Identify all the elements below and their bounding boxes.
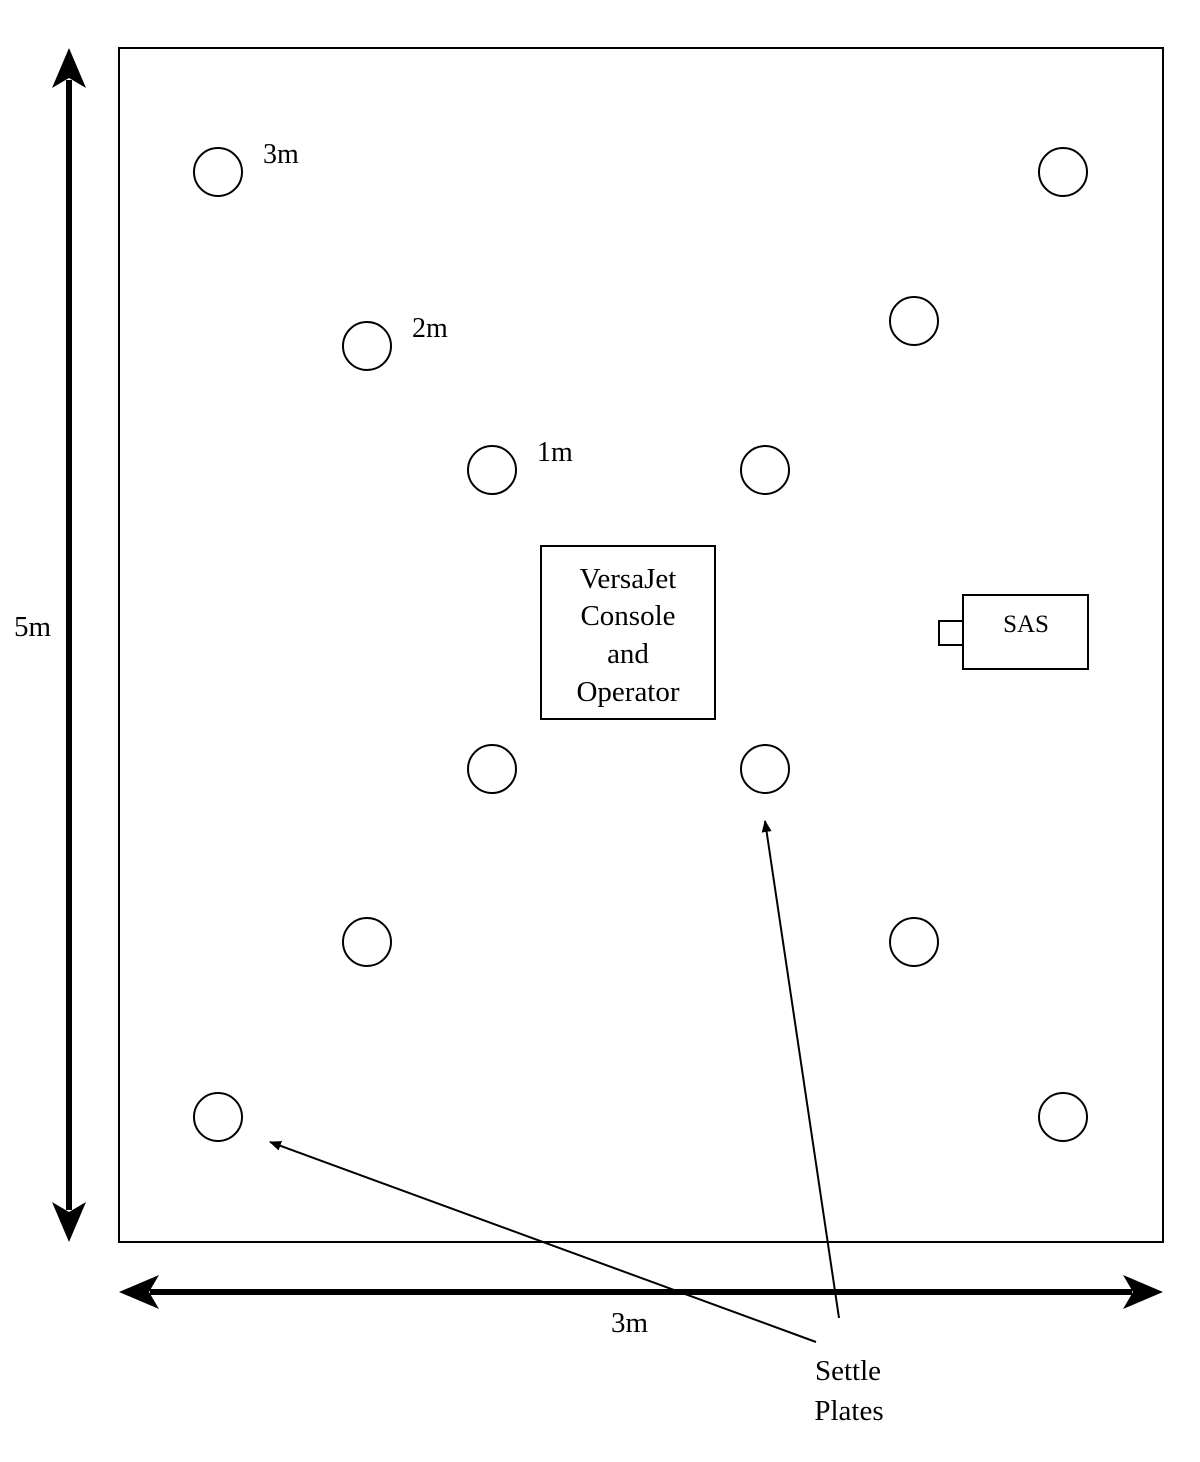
console-label-line4: Operator bbox=[576, 676, 679, 708]
callout-label-line1: Settle bbox=[815, 1355, 881, 1387]
settle-plates bbox=[193, 147, 1088, 1142]
distance-label-3m: 3m bbox=[263, 139, 299, 170]
height-label: 5m bbox=[14, 611, 52, 643]
console-label-line3: and bbox=[607, 638, 649, 670]
settle-plate-2m-bottom-left bbox=[342, 917, 392, 967]
console-label-line1: VersaJet bbox=[580, 563, 677, 595]
settle-plate-2m-top-right bbox=[889, 296, 939, 346]
settle-plate-3m-bottom-right bbox=[1038, 1092, 1088, 1142]
callout-label-line2: Plates bbox=[814, 1395, 883, 1427]
distance-label-1m: 1m bbox=[537, 437, 573, 468]
width-label: 3m bbox=[611, 1307, 649, 1339]
console-box bbox=[540, 545, 716, 720]
sas-sampler bbox=[938, 594, 1089, 670]
sas-label: SAS bbox=[1003, 611, 1049, 638]
room-outline bbox=[118, 47, 1164, 1243]
sas-inlet bbox=[938, 620, 964, 646]
settle-plate-3m-bottom-left bbox=[193, 1092, 243, 1142]
settle-plate-3m-top-left bbox=[193, 147, 243, 197]
settle-plate-1m-top-left bbox=[467, 445, 517, 495]
settle-plate-3m-top-right bbox=[1038, 147, 1088, 197]
settle-plate-2m-top-left bbox=[342, 321, 392, 371]
console-label-line2: Console bbox=[580, 600, 675, 632]
distance-label-2m: 2m bbox=[412, 313, 448, 344]
height-dimension-arrow bbox=[52, 48, 86, 1242]
settle-plate-2m-bottom-right bbox=[889, 917, 939, 967]
width-dimension-arrow bbox=[119, 1275, 1163, 1309]
settle-plate-1m-bottom-right bbox=[740, 744, 790, 794]
settle-plate-1m-bottom-left bbox=[467, 744, 517, 794]
callout-arrow-to-bottom-left-plate bbox=[269, 1141, 817, 1343]
callout-arrow-to-center-plate bbox=[761, 820, 840, 1319]
settle-plate-1m-top-right bbox=[740, 445, 790, 495]
